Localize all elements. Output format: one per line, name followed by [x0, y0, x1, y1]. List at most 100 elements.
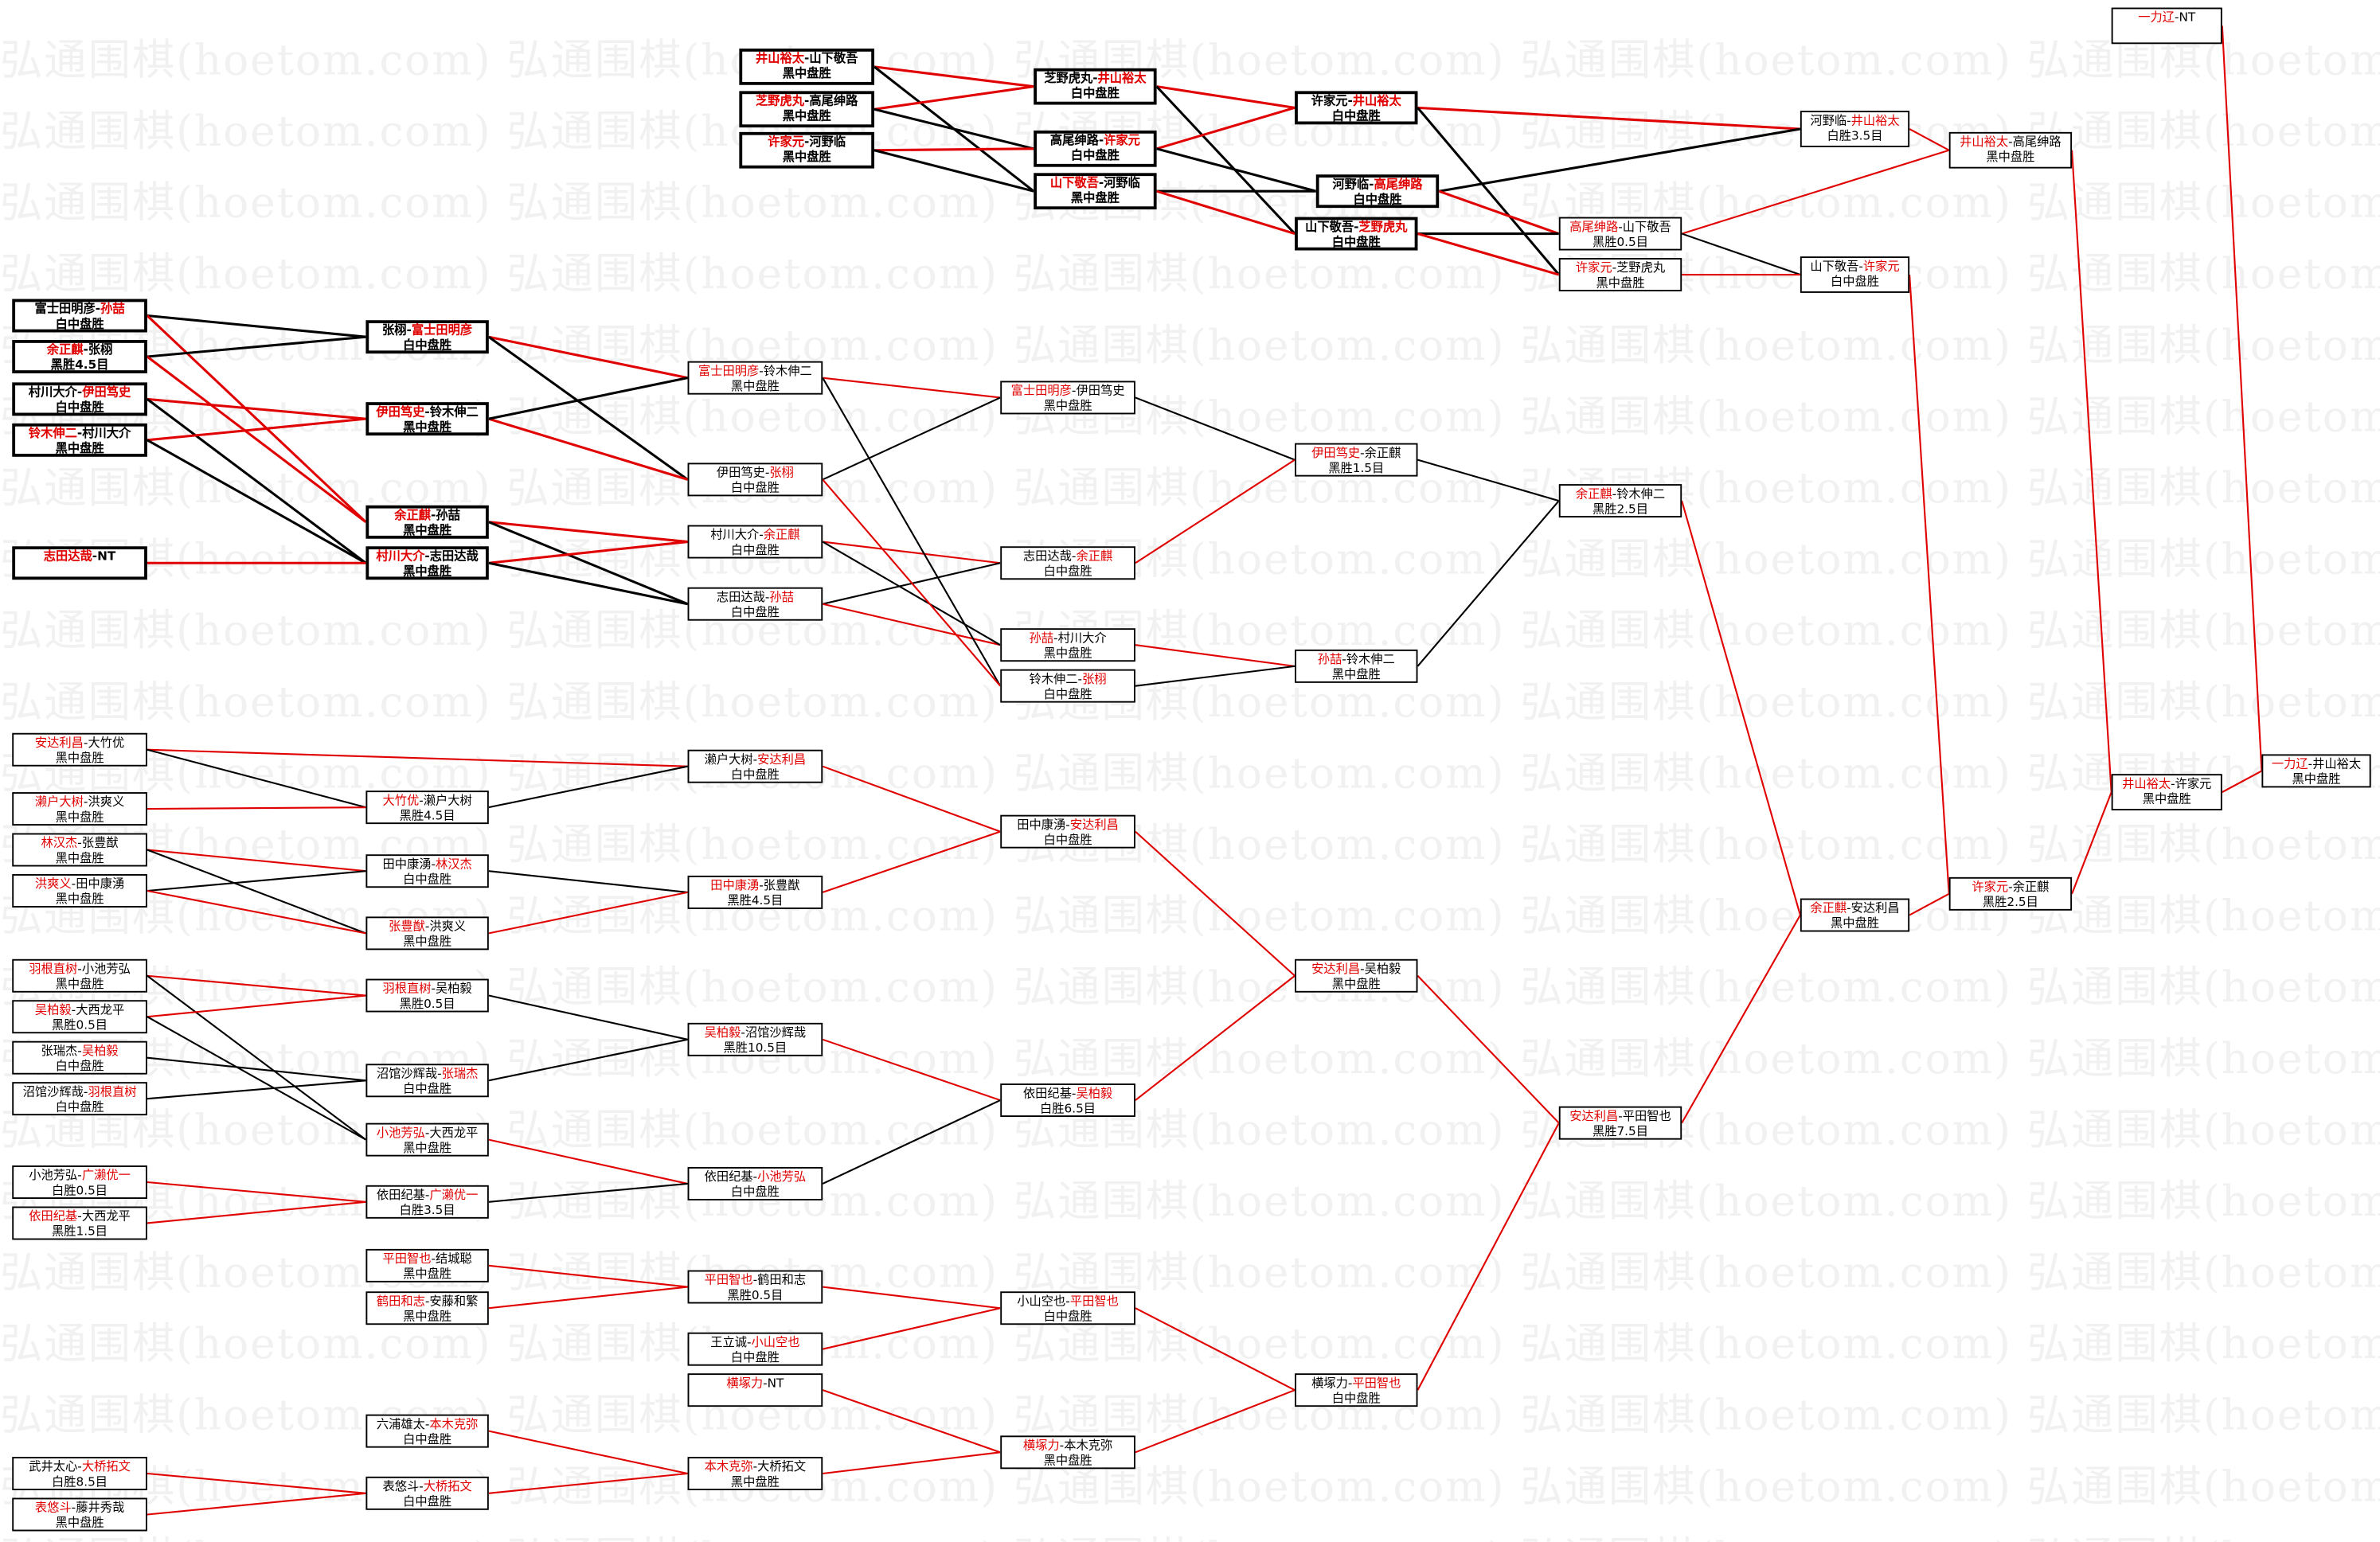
separator: -: [2171, 777, 2175, 791]
separator: -: [752, 752, 758, 767]
match-box-t6: 山下敬吾-河野临黑中盘胜: [1034, 173, 1157, 210]
separator: -: [1347, 94, 1353, 108]
match-players: 张豊猷-洪爽义: [367, 919, 487, 935]
match-players: 羽根直树-小池芳弘: [14, 962, 146, 978]
winner-path-line: [147, 889, 366, 935]
match-players: 许家元-河野临: [742, 135, 871, 150]
separator: -: [804, 51, 810, 65]
loser-name: 芝野虎丸: [1616, 260, 1666, 275]
winner-path-line: [873, 65, 1034, 88]
match-players: 安达利昌-吴柏毅: [1296, 962, 1417, 978]
separator: -: [76, 426, 83, 440]
winner-name: 横塚力: [1022, 1439, 1060, 1453]
winner-name: 伊田笃史: [1311, 446, 1361, 460]
separator: -: [71, 876, 76, 891]
loser-name: 鹤田和志: [757, 1273, 807, 1287]
match-players: 六浦雄太-本木克弥: [367, 1417, 487, 1432]
match-players: 富士田明彦-铃木伸二: [689, 365, 821, 380]
match-result: 黑中盘胜: [782, 109, 831, 123]
match-result: 黑胜4.5目: [399, 809, 455, 823]
separator: -: [764, 466, 770, 480]
loser-name: 张瑞杰: [41, 1044, 78, 1058]
match-players: 林汉杰-张豊猷: [14, 836, 146, 851]
match-players: 田中康湧-林汉杰: [367, 857, 487, 872]
match-box-b7: 张豊猷-洪爽义黑中盘胜: [365, 916, 489, 951]
loser-name: 小山空也: [1017, 1294, 1066, 1309]
match-box-e5: 孙喆-铃木伸二黑中盘胜: [1295, 649, 1418, 683]
winner-name: 广濑优一: [429, 1188, 479, 1202]
loser-path-line: [147, 1056, 366, 1082]
winner-path-line: [147, 1200, 366, 1224]
loser-name: 志田达哉: [1022, 549, 1072, 564]
separator: -: [759, 528, 764, 542]
winner-name: 张豊猷: [389, 919, 425, 934]
winner-name: 伊田笃史: [376, 404, 425, 420]
match-players: 许家元-井山裕太: [1298, 94, 1415, 109]
separator: -: [83, 1085, 88, 1099]
winner-path-line: [1135, 1389, 1296, 1454]
winner-name: 洪爽义: [34, 876, 72, 891]
winner-path-line: [2071, 150, 2112, 793]
separator: -: [1071, 549, 1077, 564]
match-result: 白中盘胜: [1331, 109, 1381, 123]
match-result: 黑中盘胜: [1596, 275, 1645, 291]
match-box-e2: 河野临-高尾绅路白中盘胜: [1315, 174, 1440, 209]
match-result: 黑中盘胜: [1830, 916, 1879, 931]
separator: -: [424, 1294, 430, 1309]
match-box-a7: 濑户大树-洪爽义黑中盘胜: [12, 792, 147, 826]
winner-name: 小池芳弘: [376, 1126, 425, 1140]
match-players: 一力辽-井山裕太: [2263, 757, 2369, 772]
match-players: 武井太心-大桥拓文: [14, 1460, 146, 1475]
winner-path-line: [822, 765, 1001, 833]
match-players: 羽根直树-吴柏毅: [367, 982, 487, 997]
loser-name: 铃木伸二: [1029, 672, 1078, 686]
winner-path-line: [147, 849, 366, 872]
separator: -: [1347, 1376, 1353, 1391]
winner-name: 平田智也: [1352, 1376, 1401, 1391]
winner-name: 许家元: [1575, 260, 1612, 275]
separator: -: [752, 1169, 758, 1184]
match-players: 吴柏毅-大西龙平: [14, 1003, 146, 1018]
match-result: 白中盘胜: [1070, 86, 1120, 100]
separator: -: [92, 549, 98, 564]
loser-name: 山下敬吾: [1622, 220, 1671, 234]
winner-path-line: [1417, 975, 1560, 1124]
winner-name: 余正麒: [1810, 901, 1847, 915]
match-players: 铃木伸二-村川大介: [15, 427, 144, 442]
match-result: 黑胜0.5目: [727, 1288, 784, 1302]
loser-name: 山下敬吾: [809, 51, 858, 65]
separator: -: [424, 549, 430, 564]
winner-name: 高尾绅路: [1569, 220, 1619, 234]
match-players: 山下敬吾-河野临: [1037, 176, 1154, 191]
match-result: 黑中盘胜: [403, 1310, 452, 1324]
match-players: 安达利昌-平田智也: [1561, 1110, 1681, 1125]
match-box-f2: 许家元-芝野虎丸黑中盘胜: [1558, 258, 1682, 292]
match-players: 余正麒-孙喆: [369, 509, 486, 524]
match-box-a11: 吴柏毅-大西龙平黑胜0.5目: [12, 1000, 147, 1034]
match-players: 山下敬吾-芝野虎丸: [1298, 220, 1415, 235]
winner-name: 富士田明彦: [1010, 384, 1072, 398]
match-result: 黑胜4.5目: [727, 893, 784, 908]
loser-name: 志田达哉: [716, 590, 765, 604]
match-box-e4: 伊田笃史-余正麒黑胜1.5目: [1295, 443, 1418, 477]
separator: -: [71, 1501, 76, 1515]
separator: -: [1360, 446, 1365, 460]
loser-name: 村川大介: [1057, 631, 1107, 646]
winner-path-line: [1135, 459, 1296, 564]
match-result: 黑胜1.5目: [52, 1224, 108, 1239]
separator: -: [1065, 818, 1070, 832]
loser-path-line: [147, 849, 366, 935]
match-result: 白中盘胜: [403, 872, 452, 887]
match-box-i2: 井山裕太-许家元黑中盘胜: [2111, 774, 2222, 810]
winner-path-line: [147, 974, 366, 997]
winner-path-line: [147, 397, 366, 420]
winner-name: 林汉杰: [435, 857, 472, 872]
winner-name: 安达利昌: [1069, 818, 1119, 832]
match-box-a12: 张瑞杰-吴柏毅白中盘胜: [12, 1040, 147, 1075]
match-box-d3: 孙喆-村川大介黑中盘胜: [1000, 628, 1135, 662]
match-result: 黑中盘胜: [403, 1267, 452, 1281]
match-box-b12: 平田智也-结城聪黑中盘胜: [365, 1248, 489, 1282]
match-players: 小池芳弘-广濑优一: [14, 1169, 146, 1184]
loser-name: 横塚力: [1311, 1376, 1348, 1391]
match-players: 志田达哉-NT: [15, 549, 144, 564]
